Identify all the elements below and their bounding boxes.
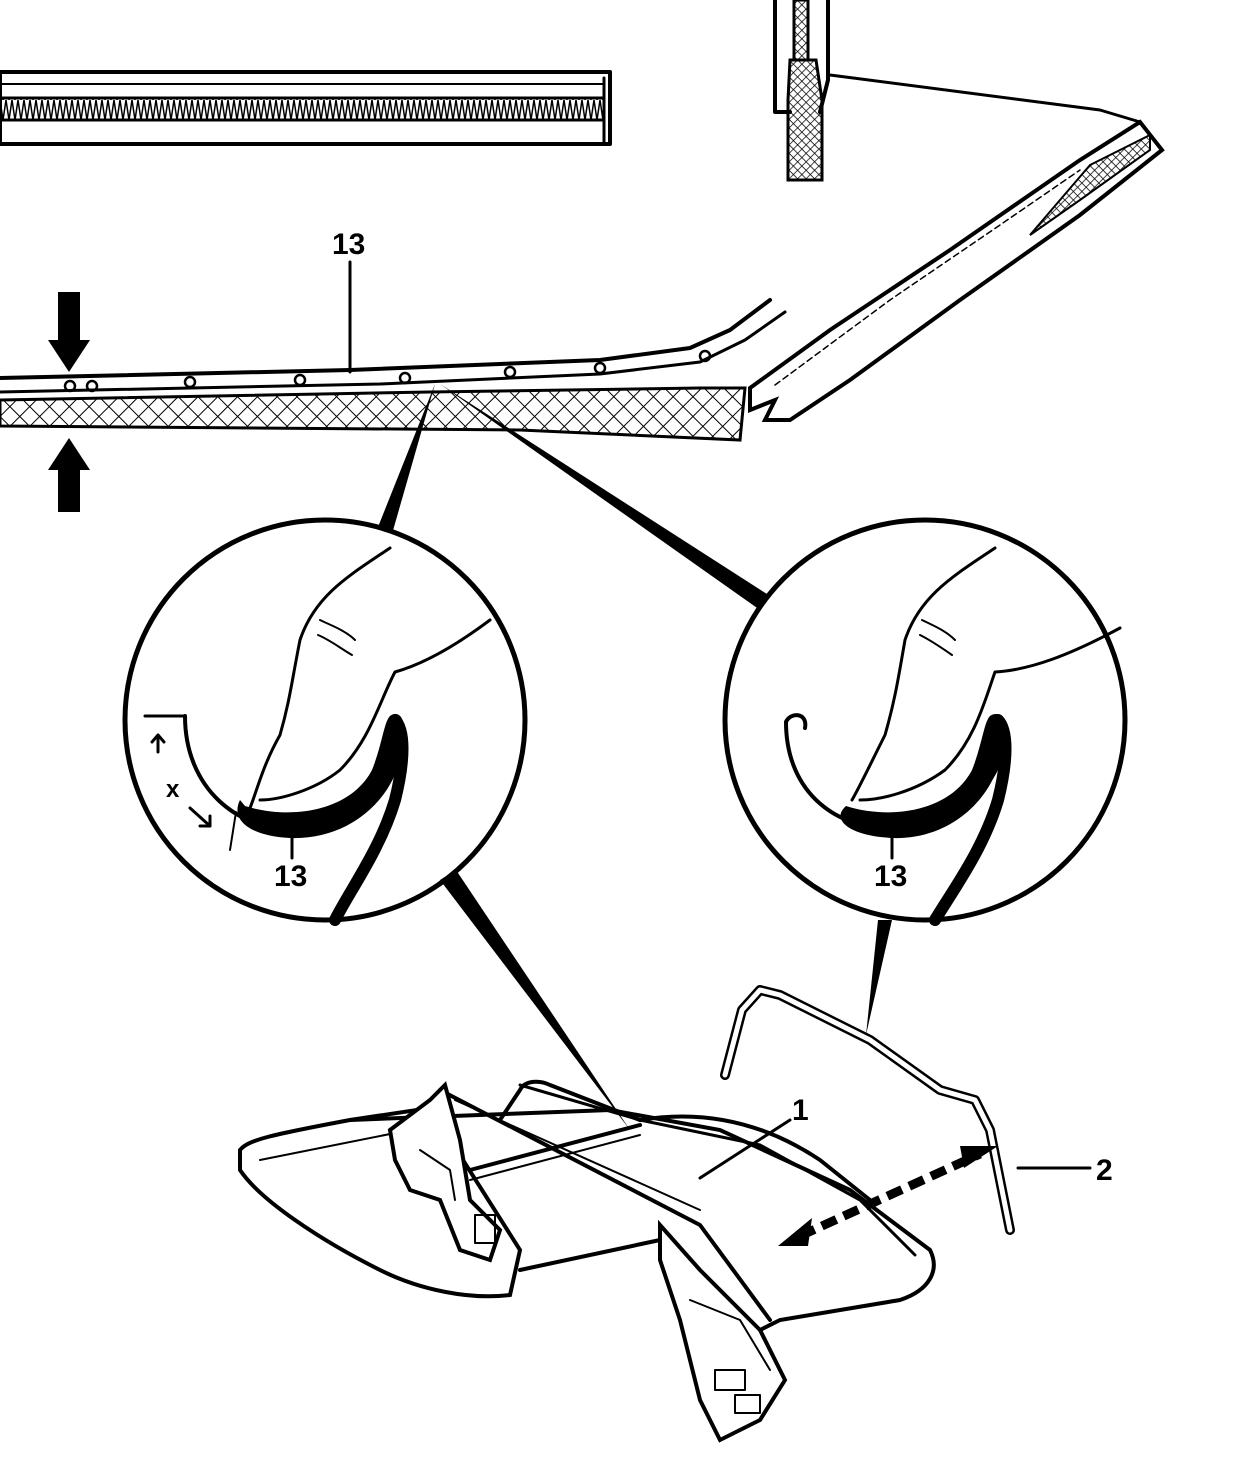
detail-leader-right [440,384,770,610]
seal-profile-long [0,260,787,442]
dimension-x-arrow-up [150,733,166,754]
vertical-trim-piece [773,0,830,182]
seal-label-top: 13 [332,228,365,261]
detail-leader-to-frame [440,870,630,1130]
convertible-top-frame [238,1079,936,1443]
detail-leader-to-strip [866,920,892,1035]
seal-label-right-detail: 13 [874,860,907,893]
seal-strip-item-2 [720,985,1092,1235]
seal-strip-section-top [0,70,612,146]
pinch-arrow-down [48,292,90,372]
mounting-holes [63,349,712,393]
pinch-arrow-up [48,438,90,512]
detail-circle-left: x 13 [122,517,528,926]
dimension-x-arrow-right [188,806,212,828]
seal-strip-label-2: 2 [1096,1154,1113,1187]
seal-label-left-detail: 13 [274,860,307,893]
diagonal-trim-strip [748,73,1165,422]
detail-leader-left [376,384,435,534]
leader-line-1 [698,1118,792,1180]
dimension-x-label: x [166,776,180,803]
detail-circle-right: 13 [722,517,1128,926]
frame-label-1: 1 [792,1094,809,1127]
install-direction-arrow [778,1146,998,1246]
